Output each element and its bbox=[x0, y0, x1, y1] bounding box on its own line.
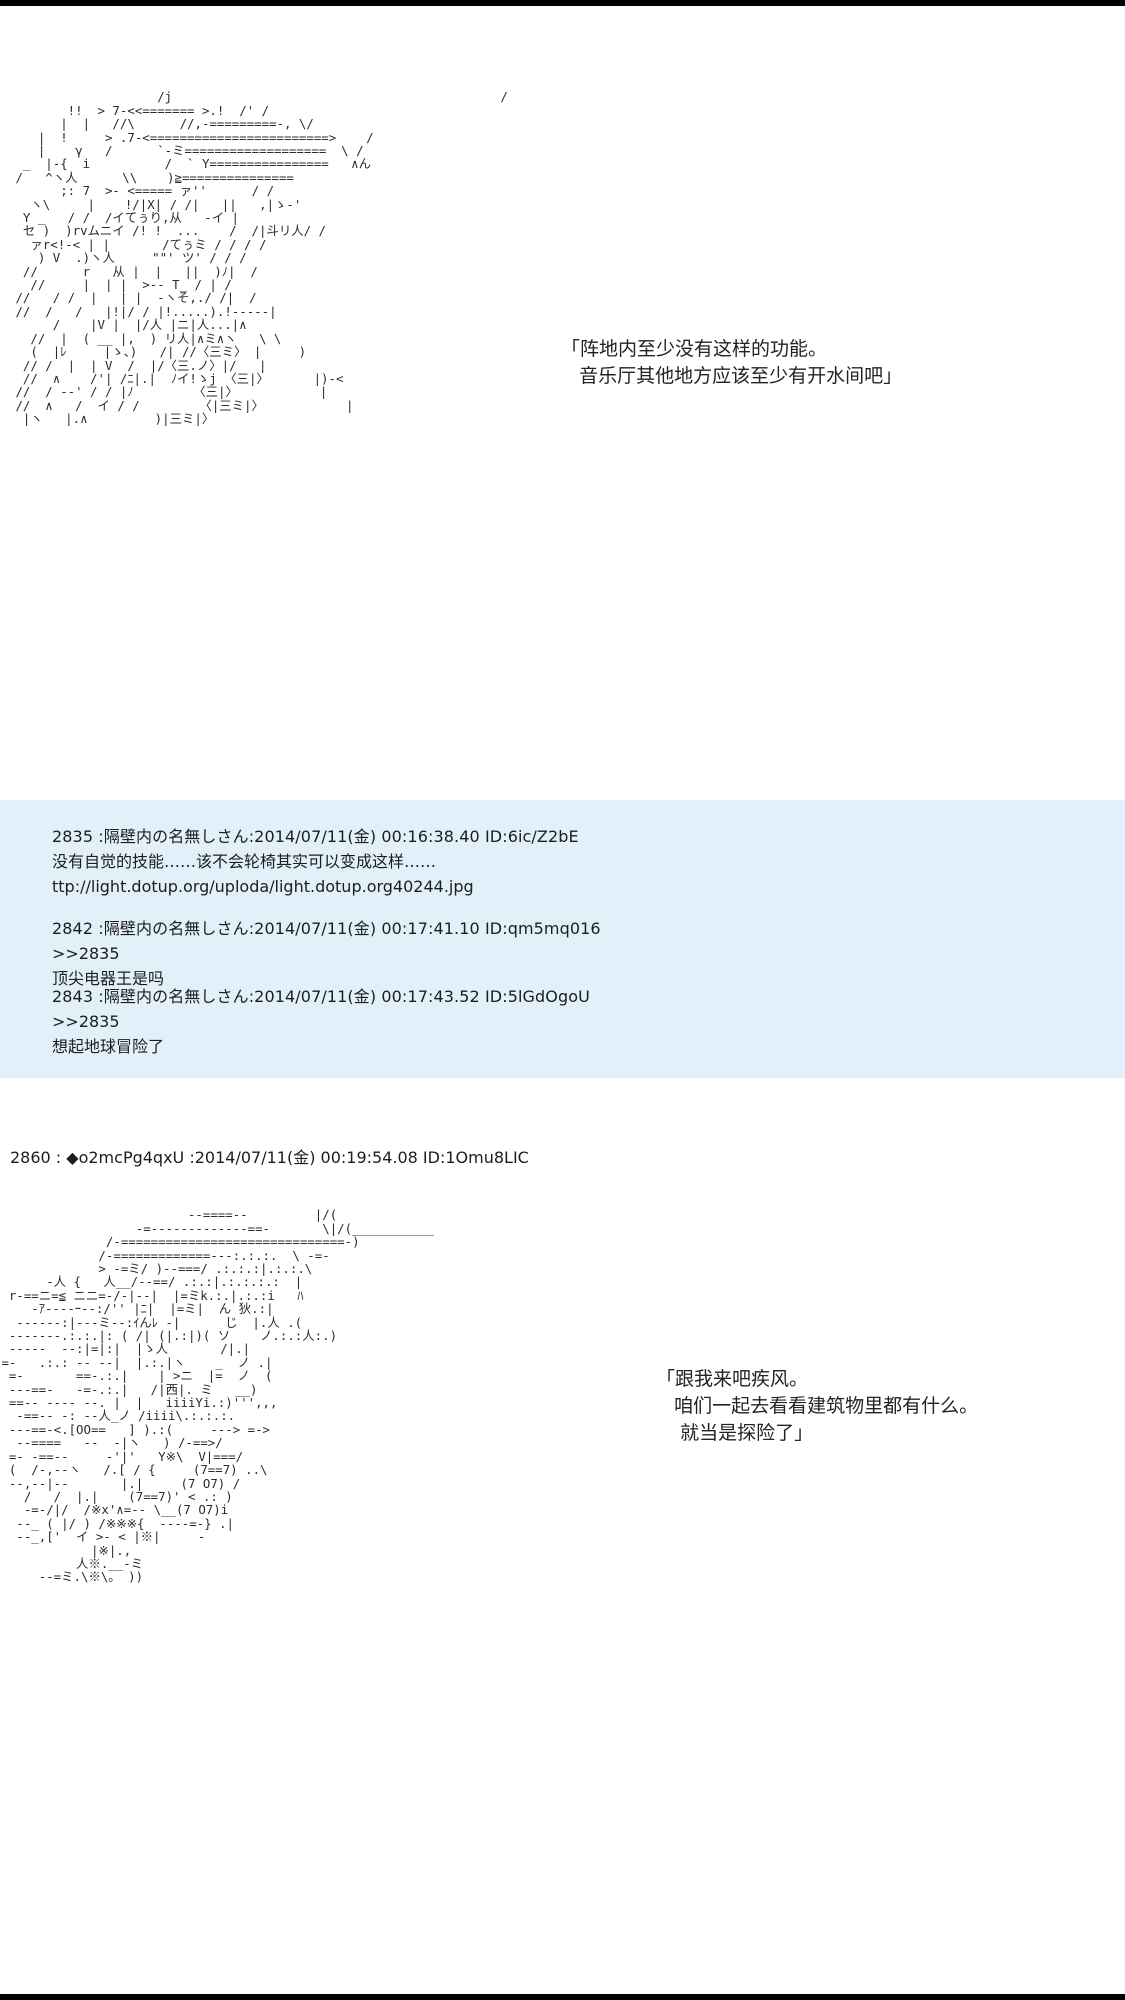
comment-item: 2835 :隔壁内の名無しさん:2014/07/11(金) 00:16:38.4… bbox=[52, 824, 579, 899]
comment-item: 2842 :隔壁内の名無しさん:2014/07/11(金) 00:17:41.1… bbox=[52, 916, 601, 991]
page-top-divider bbox=[0, 0, 1125, 6]
comment-body-line: 想起地球冒险了 bbox=[52, 1037, 165, 1056]
hero-character-ascii-art: --====-- |/( -=-------------==- \|/(____… bbox=[1, 1207, 435, 1585]
reader-comments-block: 2835 :隔壁内の名無しさん:2014/07/11(金) 00:16:38.4… bbox=[0, 800, 1125, 1078]
comment-meta: 2842 :隔壁内の名無しさん:2014/07/11(金) 00:17:41.1… bbox=[52, 919, 601, 938]
comment-body-line: 顶尖电器王是吗 bbox=[52, 969, 165, 988]
speech-bubble-bottom: 「跟我来吧疾风。 咱们一起去看看建筑物里都有什么。 就当是探险了」 bbox=[656, 1368, 979, 1444]
comment-meta: 2835 :隔壁内の名無しさん:2014/07/11(金) 00:16:38.4… bbox=[52, 827, 579, 846]
wheelchair-character-ascii-art: /j / !! > 7-<<======= >.! /' / | | //\ /… bbox=[15, 89, 508, 427]
comment-item: 2843 :隔壁内の名無しさん:2014/07/11(金) 00:17:43.5… bbox=[52, 984, 590, 1059]
comment-anchor-link[interactable]: >>2835 bbox=[52, 1012, 120, 1031]
comment-anchor-link[interactable]: >>2835 bbox=[52, 944, 120, 963]
post-header: 2860 : ◆o2mcPg4qxU :2014/07/11(金) 00:19:… bbox=[10, 1148, 529, 1167]
speech-bubble-top: 「阵地内至少没有这样的功能。 音乐厅其他地方应该至少有开水间吧」 bbox=[561, 338, 903, 387]
comment-body-line: 没有自觉的技能……该不会轮椅其实可以变成这样…… bbox=[52, 852, 437, 871]
comment-image-link[interactable]: ttp://light.dotup.org/uploda/light.dotup… bbox=[52, 877, 474, 896]
page-bottom-divider bbox=[0, 1994, 1125, 2000]
comment-meta: 2843 :隔壁内の名無しさん:2014/07/11(金) 00:17:43.5… bbox=[52, 987, 590, 1006]
